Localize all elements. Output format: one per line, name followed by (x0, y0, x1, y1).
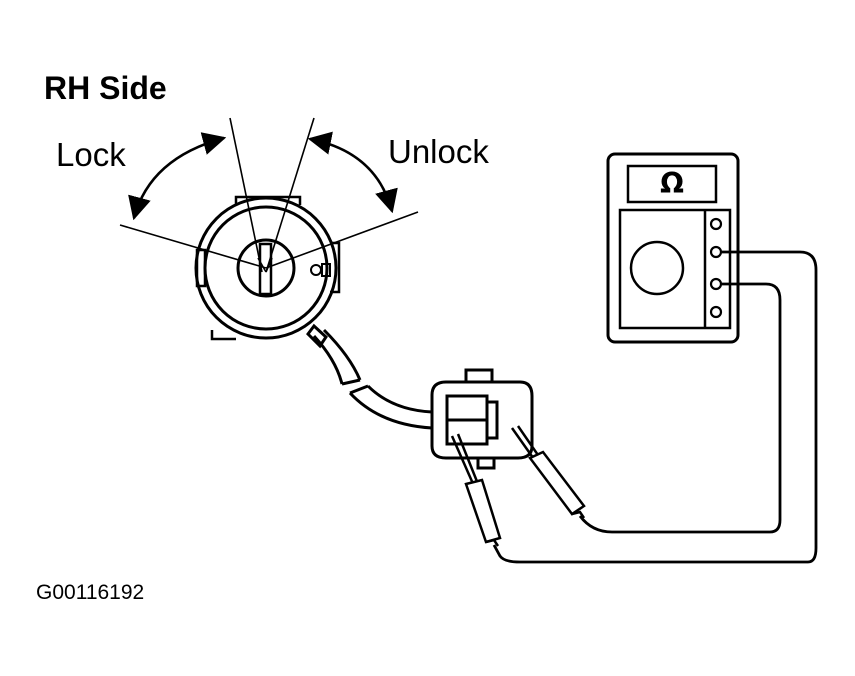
connector (432, 370, 532, 468)
meter-dial (631, 242, 683, 294)
figure-id: G00116192 (36, 581, 145, 604)
meter-jack (711, 279, 721, 289)
test-lead-one (494, 252, 816, 562)
cylinder-pin-block (322, 264, 330, 276)
ohmmeter (608, 154, 738, 342)
meter-jack (711, 247, 721, 257)
wire-harness (308, 326, 432, 428)
ring-tab (197, 250, 205, 286)
meter-body (608, 154, 738, 342)
unlock-rotation-arrow (307, 131, 398, 214)
meter-jack (711, 219, 721, 229)
lock-rotation-arrow (128, 132, 227, 221)
meter-panel (620, 210, 730, 328)
test-lead-two (580, 284, 780, 532)
diagram-title: RH Side (44, 70, 167, 106)
ring-tab (212, 330, 236, 339)
cylinder-pin (311, 265, 321, 275)
probe-two (512, 426, 584, 518)
meter-jack (711, 307, 721, 317)
lock-label: Lock (56, 136, 126, 173)
meter-display (628, 166, 716, 202)
cylinder-core (238, 240, 294, 296)
ring-tab (236, 197, 300, 205)
ohm-symbol: Ω (660, 167, 684, 200)
probe-one (452, 434, 500, 546)
key-slot (260, 244, 271, 294)
key-cylinder (196, 197, 339, 339)
rotation-angle-lines (120, 118, 418, 272)
unlock-label: Unlock (388, 133, 489, 170)
